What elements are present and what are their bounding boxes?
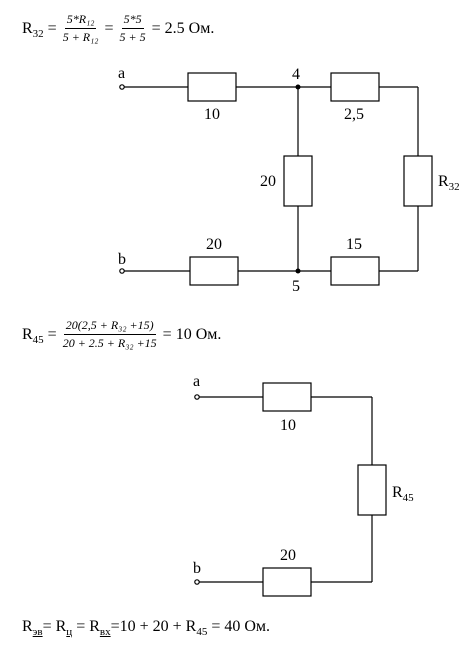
- label-a: a: [118, 65, 125, 82]
- result-value: = 10 Ом.: [162, 325, 222, 343]
- resistor-r45: [357, 464, 387, 516]
- label-resistor-20-bottom: 20: [206, 236, 222, 253]
- circuit-2: [194, 382, 387, 597]
- sum-expression: =10 + 20 + R: [110, 618, 197, 635]
- label-b: b: [193, 560, 201, 577]
- fraction: 20(2,5 + R₃₂ +15) 20 + 2.5 + R₃₂ +15: [61, 318, 159, 351]
- label-node-4: 4: [292, 66, 300, 83]
- label-resistor-2-5: 2,5: [344, 106, 364, 123]
- r-in-subscript: вх: [99, 626, 111, 638]
- node-4-dot: [295, 84, 301, 90]
- equals-r: = R: [76, 618, 100, 635]
- label-resistor-15: 15: [346, 236, 362, 253]
- label-resistor-10: 10: [204, 106, 220, 123]
- equation-r45: R45 = 20(2,5 + R₃₂ +15) 20 + 2.5 + R₃₂ +…: [22, 318, 221, 351]
- resistor-15: [330, 256, 380, 286]
- label-b: b: [118, 251, 126, 268]
- r45-symbol: R45: [22, 325, 44, 346]
- label-resistor-20: 20: [280, 547, 296, 564]
- r-eq-symbol: Rэв: [22, 618, 43, 638]
- fraction-numeric: 5*5 5 + 5: [118, 12, 148, 45]
- resistor-10: [262, 382, 312, 412]
- node-5-dot: [295, 268, 301, 274]
- r32-symbol: R32: [22, 19, 44, 40]
- r45-subscript: 45: [196, 626, 208, 638]
- equals-sign: =: [47, 19, 57, 37]
- circuit-1: [119, 72, 433, 286]
- fraction-general: 5*R₁₂ 5 + R₁₂: [61, 12, 101, 45]
- terminal-a: [119, 84, 125, 90]
- equation-equivalent-resistance: Rэв= Rц = Rвх=10 + 20 + R45 = 40 Ом.: [22, 618, 271, 638]
- label-resistor-r45: R45: [392, 484, 414, 504]
- terminal-b: [194, 579, 200, 585]
- fraction-numerator: 20(2,5 + R₃₂ +15): [63, 318, 156, 335]
- fraction-denominator: 20 + 2.5 + R₃₂ +15: [62, 336, 157, 350]
- equals-r: = R: [42, 618, 67, 635]
- resistor-20: [262, 567, 312, 597]
- label-a: a: [193, 373, 200, 390]
- equals-sign: =: [47, 325, 57, 343]
- fraction-numerator: 5*5: [121, 12, 144, 29]
- fraction-numerator: 5*R₁₂: [64, 12, 97, 29]
- equation-r32: R32 = 5*R₁₂ 5 + R₁₂ = 5*5 5 + 5 = 2.5 Ом…: [22, 12, 214, 45]
- label-resistor-20-middle: 20: [260, 173, 276, 190]
- equals-sign: =: [104, 19, 114, 37]
- resistor-2-5: [330, 72, 380, 102]
- result-value: = 40 Ом.: [211, 618, 271, 635]
- terminal-b: [119, 268, 125, 274]
- resistor-10-top: [187, 72, 237, 102]
- result-value: = 2.5 Ом.: [151, 19, 215, 37]
- fraction-denominator: 5 + 5: [119, 30, 146, 44]
- r-c-subscript: ц: [66, 626, 73, 638]
- label-resistor-10: 10: [280, 417, 296, 434]
- label-resistor-r32: R32: [438, 173, 460, 193]
- resistor-20-middle: [283, 155, 313, 207]
- resistor-20-bottom: [189, 256, 239, 286]
- label-node-5: 5: [292, 278, 300, 295]
- terminal-a: [194, 394, 200, 400]
- resistor-r32: [403, 155, 433, 207]
- fraction-denominator: 5 + R₁₂: [62, 30, 99, 44]
